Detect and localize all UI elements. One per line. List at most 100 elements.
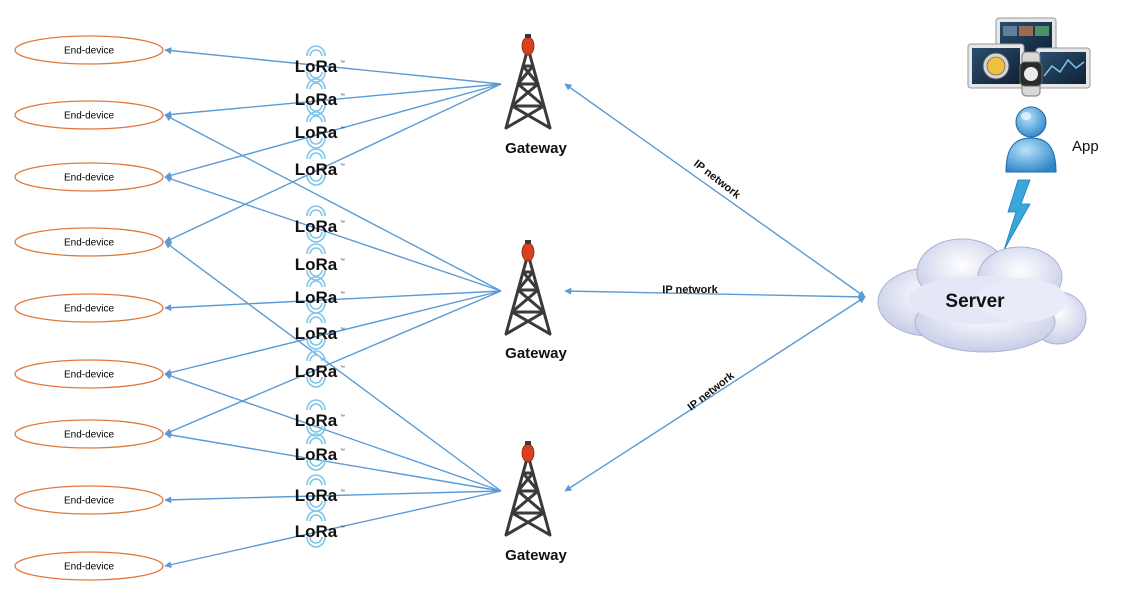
signal-arc: [306, 71, 326, 83]
ip-network-link: [564, 296, 866, 492]
gateway-label: Gateway: [505, 547, 567, 564]
signal-icon: [306, 510, 326, 548]
app-devices[interactable]: App: [967, 17, 1099, 173]
signal-arc: [306, 111, 326, 123]
lora-link-line: [164, 175, 502, 292]
end-device[interactable]: End-device: [14, 227, 164, 257]
signal-arc: [306, 510, 326, 522]
signal-icon: [306, 111, 326, 149]
signal-arc: [309, 269, 323, 277]
signal-arc: [306, 425, 326, 437]
signal-arc: [309, 231, 323, 239]
signal-arc: [309, 500, 323, 508]
signal-arc: [306, 338, 326, 350]
lora-signal-icons: [306, 45, 326, 548]
trademark-mark: ™: [340, 327, 345, 333]
end-device[interactable]: End-device: [14, 485, 164, 515]
lora-text: LoRa: [295, 217, 338, 236]
signal-arc: [306, 459, 326, 471]
gateway[interactable]: Gateway: [504, 441, 568, 564]
signal-arc: [309, 115, 323, 123]
trademark-mark: ™: [340, 525, 345, 531]
server-label: Server: [945, 291, 1005, 312]
end-device[interactable]: End-device: [14, 35, 164, 65]
signal-arc: [306, 376, 326, 388]
end-device-label: End-device: [64, 238, 114, 249]
signal-icon: [306, 350, 326, 388]
lightning-icon: [1003, 179, 1031, 251]
signal-arc: [309, 536, 323, 544]
gateway[interactable]: Gateway: [504, 34, 568, 157]
signal-icon: [306, 45, 326, 83]
signal-arc: [306, 433, 326, 445]
signal-arc: [309, 104, 323, 112]
ip-network-label: IP network: [662, 284, 718, 296]
end-device-label: End-device: [64, 496, 114, 507]
trademark-mark: ™: [340, 258, 345, 264]
end-device-label: End-device: [64, 173, 114, 184]
end-device[interactable]: End-device: [14, 419, 164, 449]
lora-link-line: [164, 83, 502, 118]
signal-arc: [306, 104, 326, 116]
lora-link-line: [164, 241, 502, 492]
lora-text: LoRa: [295, 255, 338, 274]
trademark-mark: ™: [340, 60, 345, 66]
trademark-mark: ™: [340, 414, 345, 420]
signal-arc: [309, 316, 323, 324]
signal-arc: [309, 376, 323, 384]
signal-arc: [309, 514, 323, 522]
lora-text: LoRa: [295, 411, 338, 430]
signal-arc: [306, 399, 326, 411]
gateway[interactable]: Gateway: [504, 240, 568, 362]
connection-lines: [164, 47, 866, 569]
signal-arc: [306, 148, 326, 160]
lora-text: LoRa: [295, 324, 338, 343]
end-device[interactable]: End-device: [14, 100, 164, 130]
trademark-mark: ™: [340, 163, 345, 169]
lora-text: LoRa: [295, 123, 338, 142]
cell-tower-icon: [504, 240, 552, 336]
server[interactable]: Server: [877, 238, 1087, 353]
lora-link-line: [164, 114, 502, 292]
user-icon: [1005, 106, 1057, 173]
end-device[interactable]: End-device: [14, 293, 164, 323]
smartwatch-icon: [1019, 51, 1043, 97]
lora-text: LoRa: [295, 522, 338, 541]
end-device[interactable]: End-device: [14, 551, 164, 581]
signal-arc: [309, 152, 323, 160]
signal-arc: [306, 474, 326, 486]
end-device-label: End-device: [64, 370, 114, 381]
end-device[interactable]: End-device: [14, 359, 164, 389]
app-label: App: [1072, 138, 1099, 155]
end-device[interactable]: End-device: [14, 162, 164, 192]
lora-link-line: [164, 83, 502, 243]
lora-text: LoRa: [295, 160, 338, 179]
end-device-label: End-device: [64, 562, 114, 573]
signal-arc: [309, 338, 323, 346]
signal-arc: [309, 280, 323, 288]
lora-text: LoRa: [295, 445, 338, 464]
signal-arc: [309, 302, 323, 310]
lora-link-line: [164, 431, 502, 492]
signal-arc: [309, 71, 323, 79]
gateway-label: Gateway: [505, 345, 567, 362]
signal-arc: [306, 137, 326, 149]
lora-link-line: [164, 290, 502, 376]
lora-link-line: [164, 47, 502, 85]
lora-link-line: [164, 490, 502, 569]
end-device-label: End-device: [64, 46, 114, 57]
signal-arc: [306, 536, 326, 548]
signal-arc: [309, 354, 323, 362]
end-device-label: End-device: [64, 430, 114, 441]
signal-icon: [306, 243, 326, 281]
cell-tower-icon: [504, 34, 552, 130]
